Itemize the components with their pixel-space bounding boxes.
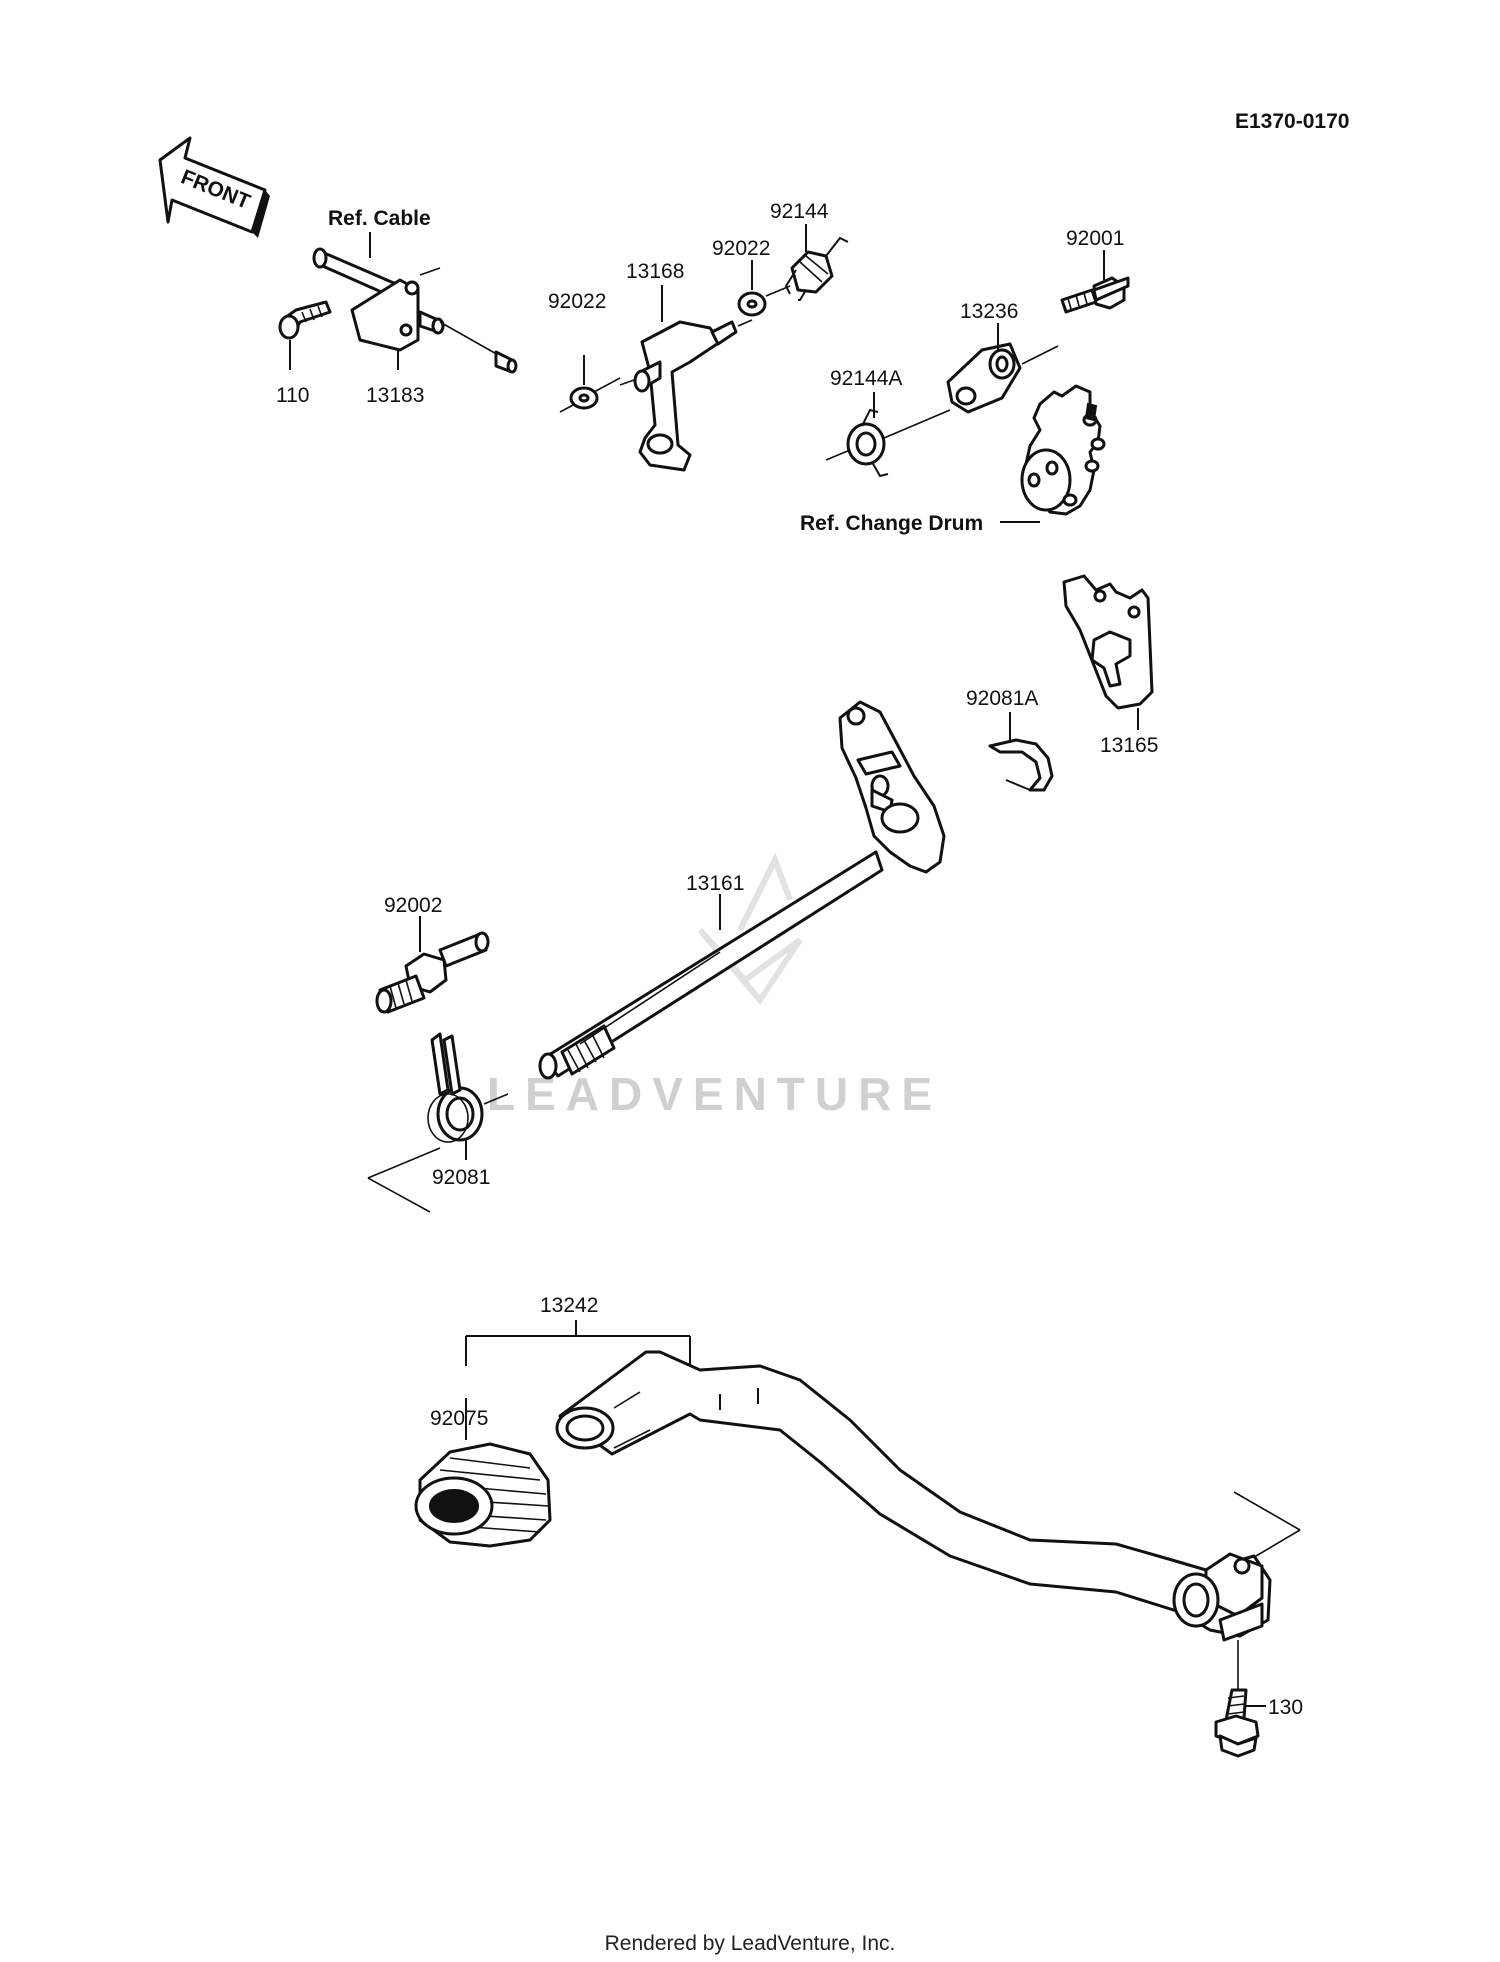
ref-cable-label: Ref. Cable [328, 207, 431, 230]
part-number-92144: 92144 [770, 200, 829, 223]
part-number-13165: 13165 [1100, 734, 1158, 757]
watermark-text: LEADVENTURE [487, 1068, 942, 1120]
bracket-13242 [465, 1320, 691, 1366]
part-number-92001: 92001 [1066, 227, 1124, 250]
part-number-13236: 13236 [960, 300, 1018, 323]
washer-92022-right [737, 285, 791, 317]
stud-92002 [375, 931, 490, 1014]
spring-92144 [784, 236, 849, 301]
part-number-92144A: 92144A [830, 367, 902, 390]
front-arrow-icon: FRONT [158, 136, 270, 238]
part-number-130: 130 [1268, 1696, 1303, 1719]
part-number-110: 110 [276, 384, 309, 407]
part-number-13183: 13183 [366, 384, 424, 407]
part-number-92022-right: 92022 [712, 237, 770, 260]
shift-shaft-13161 [538, 700, 946, 1080]
part-number-92081: 92081 [432, 1166, 490, 1189]
ref-change-drum-label: Ref. Change Drum [800, 512, 983, 535]
rubber-92075 [414, 1442, 552, 1548]
part-number-92075: 92075 [430, 1407, 488, 1430]
cable-lever-13183 [312, 247, 518, 374]
cam-13236 [946, 342, 1022, 414]
bolt-130 [1214, 1640, 1260, 1758]
diagram-code: E1370-0170 [1235, 110, 1349, 133]
plate-13165 [1062, 574, 1154, 710]
spring-92081 [427, 1032, 509, 1143]
part-number-13161: 13161 [686, 872, 744, 895]
spring-92144A [825, 408, 951, 478]
change-drum [1020, 384, 1106, 516]
part-number-92081A: 92081A [966, 687, 1038, 710]
bolt-92001 [1021, 276, 1130, 365]
assembly-line-pedal [1233, 1491, 1301, 1557]
part-number-13242: 13242 [540, 1294, 598, 1317]
watermark: LEADVENTURE [487, 852, 942, 1120]
assembly-line-92081 [367, 1147, 441, 1213]
part-number-92022-left: 92022 [548, 290, 606, 313]
part-number-92002: 92002 [384, 894, 442, 917]
washer-92022-left [559, 377, 621, 413]
clip-92081A [988, 738, 1054, 792]
bolt-110 [278, 300, 332, 340]
footer-credit: Rendered by LeadVenture, Inc. [604, 1932, 896, 1955]
shift-pedal [555, 1350, 1272, 1642]
shift-arm-13168 [619, 319, 753, 472]
part-number-13168: 13168 [626, 260, 684, 283]
